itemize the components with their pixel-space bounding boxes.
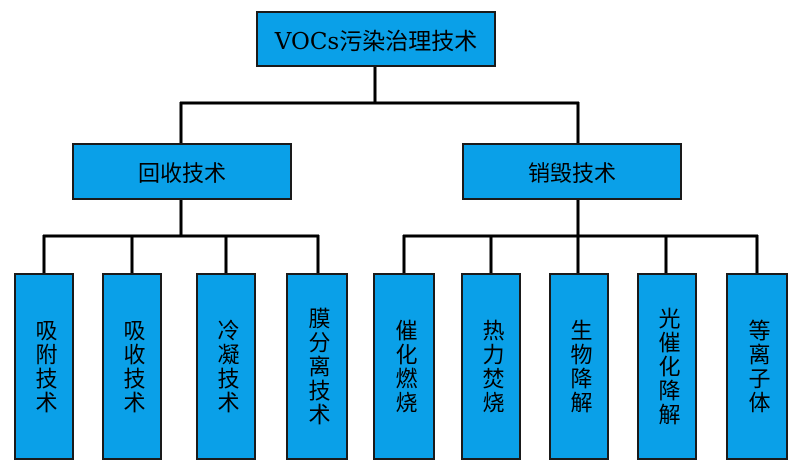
leaf-node-membrane-separation: 膜分离技术	[286, 273, 348, 460]
leaf-node-label: 吸附技术	[31, 318, 57, 415]
leaf-node-condensation: 冷凝技术	[196, 273, 256, 460]
category-node-label: 回收技术	[137, 161, 226, 187]
leaf-node-label: 热力焚烧	[478, 318, 504, 415]
category-node-destruction: 销毁技术	[462, 143, 682, 200]
leaf-node-label: 光催化降解	[654, 306, 680, 427]
leaf-node-adsorption: 吸附技术	[14, 273, 74, 460]
leaf-node-photocatalytic-degradation: 光催化降解	[637, 273, 697, 460]
leaf-node-label: 吸收技术	[119, 318, 145, 415]
leaf-node-label: 催化燃烧	[391, 318, 417, 415]
leaf-node-plasma: 等离子体	[726, 273, 788, 460]
leaf-node-biodegradation: 生物降解	[549, 273, 609, 460]
leaf-node-catalytic-combustion: 催化燃烧	[373, 273, 435, 460]
category-node-recovery: 回收技术	[72, 143, 292, 200]
root-node: VOCs污染治理技术	[256, 11, 496, 67]
leaf-node-label: 冷凝技术	[213, 318, 239, 415]
leaf-node-label: 膜分离技术	[304, 306, 330, 427]
root-node-label: VOCs污染治理技术	[274, 29, 478, 55]
category-node-label: 销毁技术	[527, 161, 616, 187]
leaf-node-label: 生物降解	[566, 318, 592, 415]
leaf-node-absorption: 吸收技术	[102, 273, 162, 460]
leaf-node-label: 等离子体	[744, 318, 770, 415]
leaf-node-thermal-incineration: 热力焚烧	[461, 273, 521, 460]
